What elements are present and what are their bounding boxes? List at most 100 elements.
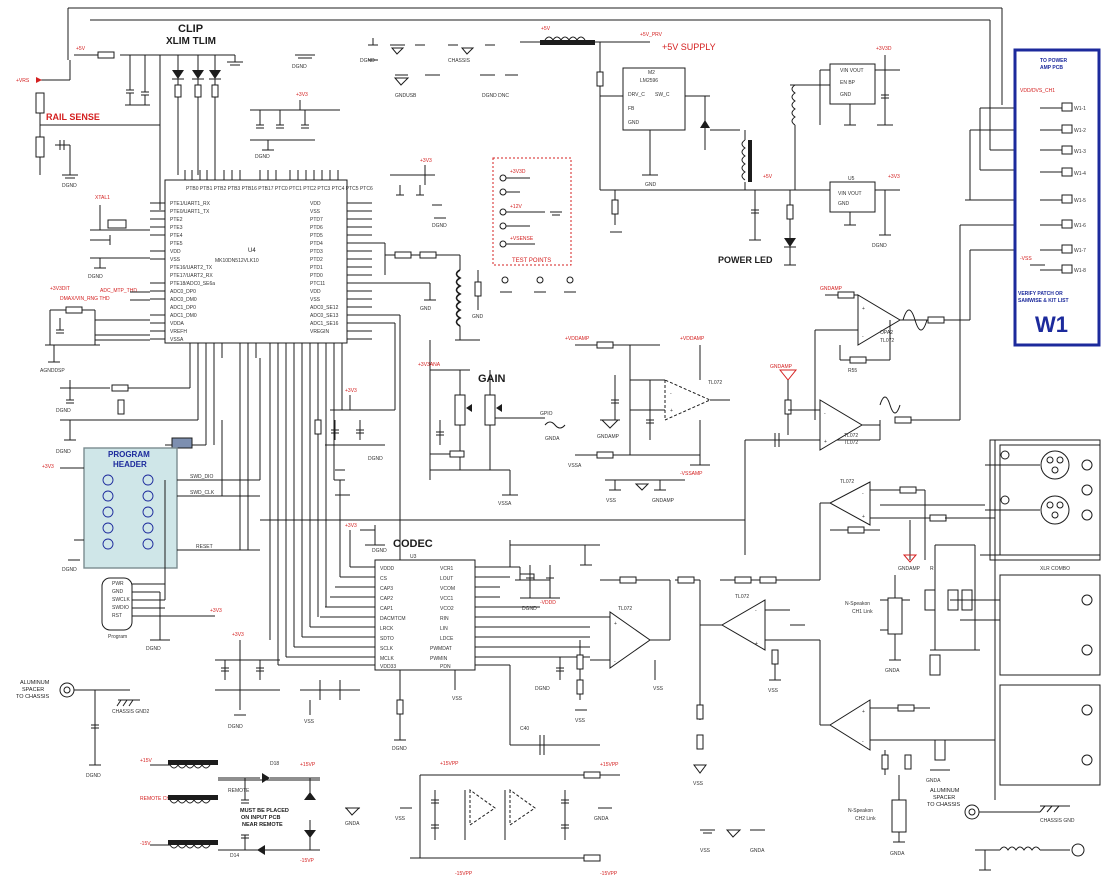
svg-text:VCO2: VCO2: [440, 606, 454, 612]
aluminum-right-3: TO CHASSIS: [927, 802, 961, 808]
w1-connector: TO POWER AMP PCB VDD/DVS_CH1 W1-1 W1-2 W…: [1013, 48, 1101, 347]
svg-text:+: +: [862, 709, 865, 715]
led-icon: [192, 70, 204, 80]
aluminum-left-1: ALUMINUM: [20, 680, 50, 686]
svg-text:VDD: VDD: [310, 201, 321, 207]
opamp-supply-decoupling: +15VPP VSS +15VPP GNDA -15VPP -15VPP: [395, 761, 765, 877]
svg-text:PTB0 PTB1 PTB2 PTB3 PTB16 PTB1: PTB0 PTB1 PTB2 PTB3 PTB16 PTB17 PTC0 PTC…: [186, 186, 373, 192]
svg-text:VSSA: VSSA: [498, 501, 512, 507]
svg-text:VIN VOUT: VIN VOUT: [838, 191, 862, 197]
w1-label: W1: [1035, 312, 1068, 337]
svg-text:GND: GND: [472, 314, 484, 320]
decoupling-caps-u4: +3V3 DGND +3V3 DGND: [250, 92, 447, 229]
svg-text:RIN: RIN: [440, 616, 449, 622]
svg-text:GND: GND: [420, 306, 432, 312]
svg-text:PWMDAT: PWMDAT: [430, 646, 452, 652]
svg-text:+: +: [755, 641, 758, 647]
svg-text:-: -: [755, 608, 757, 614]
svg-text:PTD0: PTD0: [310, 273, 323, 279]
svg-text:PTD3: PTD3: [310, 249, 323, 255]
svg-text:GPIO: GPIO: [540, 411, 553, 417]
svg-text:+3V3DIT: +3V3DIT: [50, 286, 70, 292]
svg-text:VDD: VDD: [170, 249, 181, 255]
tl072-mid-ref: TL072: [618, 606, 632, 612]
svg-text:PTD4: PTD4: [310, 241, 323, 247]
svg-text:DGND: DGND: [535, 686, 550, 692]
svg-text:-VSSAMP: -VSSAMP: [680, 471, 703, 477]
svg-text:DGND: DGND: [56, 408, 71, 414]
inductor-icon: [168, 795, 218, 804]
svg-text:W1-2: W1-2: [1074, 128, 1086, 134]
svg-text:+15V: +15V: [140, 758, 152, 764]
must-be-placed-3: NEAR REMOTE: [242, 822, 283, 828]
svg-text:SDTO: SDTO: [380, 636, 394, 642]
svg-text:DGND: DGND: [228, 724, 243, 730]
svg-text:PTD6: PTD6: [310, 225, 323, 231]
svg-text:VDDD: VDDD: [380, 566, 395, 572]
led-icon: [784, 238, 796, 248]
svg-text:+3V3: +3V3: [345, 388, 357, 394]
svg-text:PTE4: PTE4: [170, 233, 183, 239]
svg-text:W1-7: W1-7: [1074, 248, 1086, 254]
nspeakon-ch1-line2: CH1 Link: [852, 609, 873, 615]
clip-subtitle: XLIM TLIM: [166, 36, 216, 47]
svg-text:GNDA: GNDA: [750, 848, 765, 854]
svg-text:PWMIN: PWMIN: [430, 656, 448, 662]
svg-text:PTE16/UART2_TX: PTE16/UART2_TX: [170, 265, 213, 271]
reset-network: DGND DGND: [56, 358, 215, 455]
svg-text:VSS: VSS: [693, 781, 704, 787]
svg-text:GNDA: GNDA: [545, 436, 560, 442]
svg-text:VDD/DVS_CH1: VDD/DVS_CH1: [1020, 88, 1055, 94]
rail-sense-section: +VRS RAIL SENSE DGND: [16, 77, 160, 189]
svg-text:W1-1: W1-1: [1074, 106, 1086, 112]
svg-text:+VRS: +VRS: [16, 78, 30, 84]
svg-text:GND: GND: [645, 182, 657, 188]
clip-led-section: CLIP XLIM TLIM +5V: [74, 23, 243, 210]
svg-text:R55: R55: [848, 368, 857, 374]
program-header: PROGRAM HEADER SWD_DIO SWD_CLK RESET +3V…: [42, 358, 261, 573]
svg-text:-: -: [862, 334, 864, 340]
svg-text:VSS: VSS: [700, 848, 711, 854]
svg-text:PTD1: PTD1: [310, 265, 323, 271]
svg-text:MCLK: MCLK: [380, 656, 395, 662]
svg-text:DGND: DGND: [872, 243, 887, 249]
svg-text:SW_C: SW_C: [655, 92, 670, 98]
svg-text:ADC0_DP0: ADC0_DP0: [170, 289, 196, 295]
svg-text:XTAL1: XTAL1: [95, 195, 110, 201]
svg-text:-15V: -15V: [140, 841, 151, 847]
svg-text:LOUT: LOUT: [440, 576, 453, 582]
inductor-icon: [999, 846, 1041, 851]
aluminum-spacer-left: ALUMINUM SPACER TO CHASSIS DGND CHASSIS …: [16, 680, 149, 779]
svg-text:GND: GND: [838, 201, 850, 207]
svg-text:+3V3: +3V3: [345, 523, 357, 529]
svg-text:-: -: [862, 491, 864, 497]
svg-text:DGND: DGND: [255, 154, 270, 160]
svg-text:GNDA: GNDA: [890, 851, 905, 857]
svg-text:-15VPP: -15VPP: [600, 871, 618, 877]
svg-text:VDD33: VDD33: [380, 664, 396, 670]
svg-text:C40: C40: [520, 726, 529, 732]
svg-text:DGND DNC: DGND DNC: [482, 93, 509, 99]
crystal-section: XTAL1 DGND ADC_MTP_THD DMAX/VIN_RNG THD …: [40, 195, 150, 374]
svg-text:VSS: VSS: [606, 498, 617, 504]
sine-wave-icon: [879, 396, 901, 414]
w1-footer-1: VERIFY PATCH OR: [1018, 291, 1063, 297]
svg-text:SWDIO: SWDIO: [112, 605, 129, 611]
svg-text:MK10DN512VLK10: MK10DN512VLK10: [215, 258, 259, 264]
rail-sense-label: RAIL SENSE: [46, 112, 100, 122]
svg-text:VSS: VSS: [575, 718, 586, 724]
svg-text:ADC0_DM0: ADC0_DM0: [170, 297, 197, 303]
svg-text:-: -: [862, 739, 864, 745]
svg-text:GNDUSB: GNDUSB: [395, 93, 417, 99]
svg-text:CHASSIS GND: CHASSIS GND: [1040, 818, 1075, 824]
svg-text:LIN: LIN: [440, 626, 448, 632]
svg-text:LDCE: LDCE: [440, 636, 454, 642]
svg-text:VSS: VSS: [170, 257, 181, 263]
test-points: +3V3D +12V +VSENSE TEST POINTS: [492, 157, 576, 293]
svg-text:GND: GND: [112, 589, 124, 595]
svg-text:SCLK: SCLK: [380, 646, 394, 652]
svg-text:VCOM: VCOM: [440, 586, 455, 592]
svg-text:W1-6: W1-6: [1074, 223, 1086, 229]
inductor-icon: [741, 139, 752, 182]
svg-text:TL072: TL072: [708, 380, 722, 386]
